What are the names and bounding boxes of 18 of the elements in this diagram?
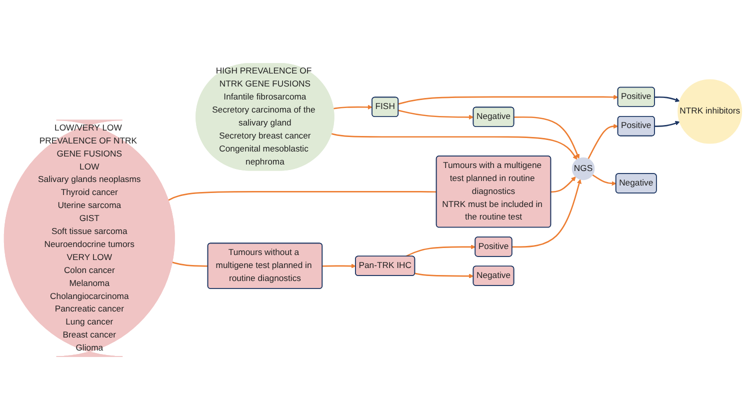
arrow <box>514 116 580 159</box>
arrow <box>654 96 680 102</box>
node-circle: NTRK inhibitors <box>678 79 742 144</box>
arrow <box>550 176 576 193</box>
arrow <box>414 272 474 278</box>
arrow <box>398 110 474 120</box>
node-circle: NGS <box>572 157 595 180</box>
connector <box>172 262 208 267</box>
arrow <box>333 104 372 110</box>
arrow <box>592 174 616 186</box>
arrow <box>398 94 618 105</box>
arrow <box>512 179 582 248</box>
arrow <box>322 264 356 268</box>
connector <box>168 190 437 201</box>
arrow <box>331 133 578 160</box>
arrow <box>588 124 618 160</box>
arrow <box>406 244 476 258</box>
arrow <box>654 120 680 128</box>
